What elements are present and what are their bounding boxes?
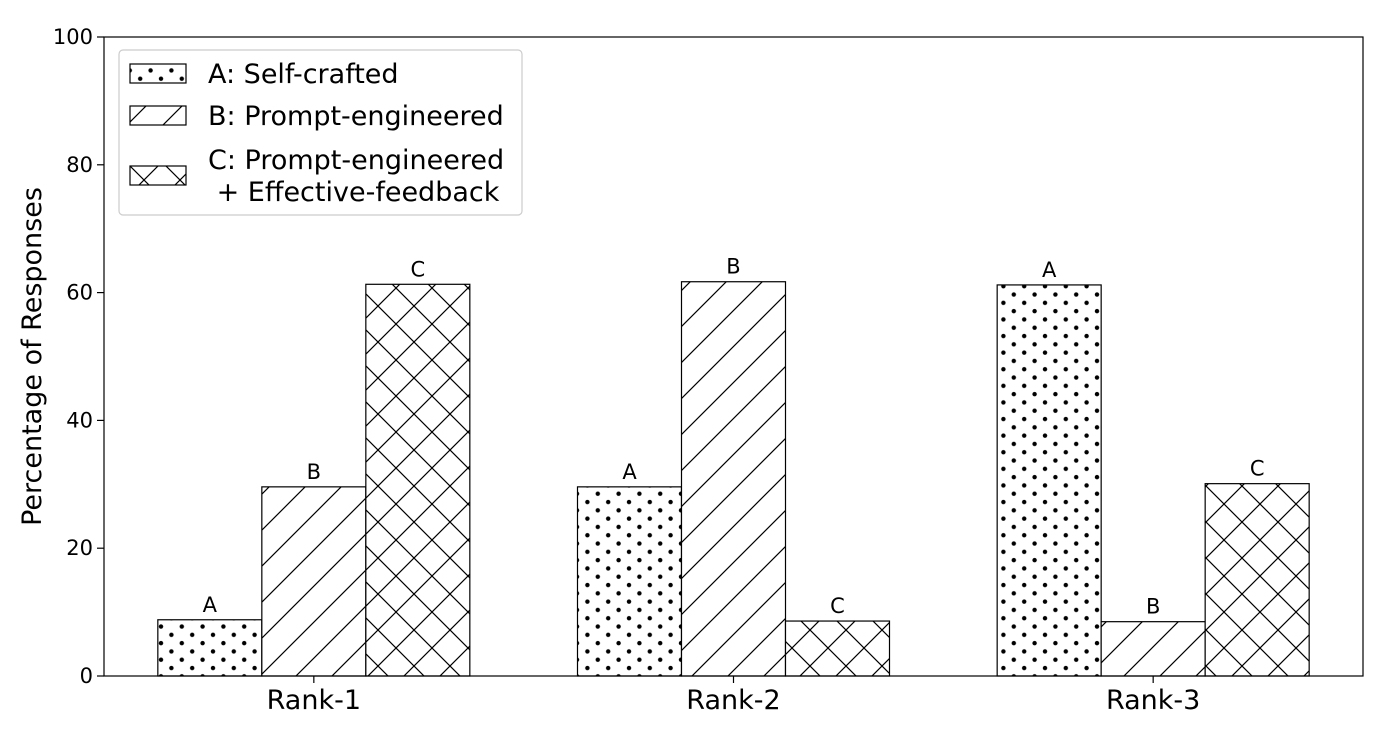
bar-label: C <box>1250 457 1265 481</box>
x-tick-label: Rank-2 <box>686 685 780 716</box>
bar-pattern-a-rank-2 <box>576 486 683 677</box>
bar-pattern-a-rank-1 <box>157 619 263 677</box>
y-tick-label: 20 <box>66 536 93 560</box>
bar-label: B <box>307 460 321 484</box>
bar-pattern-b-rank-1 <box>261 486 367 677</box>
y-axis-label: Percentage of Responses <box>17 187 48 526</box>
y-tick-label: 0 <box>80 664 93 688</box>
legend-label-a: A: Self-crafted <box>208 59 399 90</box>
bar-pattern-c-rank-2 <box>784 620 891 677</box>
bar-label: A <box>622 460 637 484</box>
legend-label-c: C: Prompt-engineered + Effective-feedbac… <box>208 145 504 208</box>
x-tick-label: Rank-3 <box>1106 685 1200 716</box>
bar-label: C <box>410 257 425 281</box>
legend-label-b: B: Prompt-engineered <box>208 101 504 132</box>
y-tick-label: 40 <box>66 408 93 432</box>
plot-bars: A A A B B B C C C <box>157 255 1310 677</box>
y-tick-label: 100 <box>53 25 93 49</box>
bar-label: B <box>726 255 740 279</box>
legend: A: Self-crafted B: Prompt-engineered C: Pr… <box>118 49 523 216</box>
bar-label: B <box>1146 595 1160 619</box>
legend-box <box>118 49 523 216</box>
bar-pattern-b-rank-3 <box>1100 621 1206 677</box>
legend-swatch-a <box>129 63 187 84</box>
bar-label: A <box>1042 258 1057 282</box>
bar-pattern-a-rank-3 <box>996 284 1102 677</box>
legend-swatch-c <box>129 165 187 186</box>
x-tick-label: Rank-1 <box>267 685 361 716</box>
legend-swatch-b <box>129 105 187 126</box>
bar-label: A <box>203 593 218 617</box>
y-tick-label: 60 <box>66 281 93 305</box>
bar-pattern-c-rank-3 <box>1204 483 1310 677</box>
y-tick-label: 80 <box>66 153 93 177</box>
bar-label: C <box>830 594 845 618</box>
bar-pattern-c-rank-1 <box>365 283 471 677</box>
bar-pattern-b-rank-2 <box>680 281 787 677</box>
